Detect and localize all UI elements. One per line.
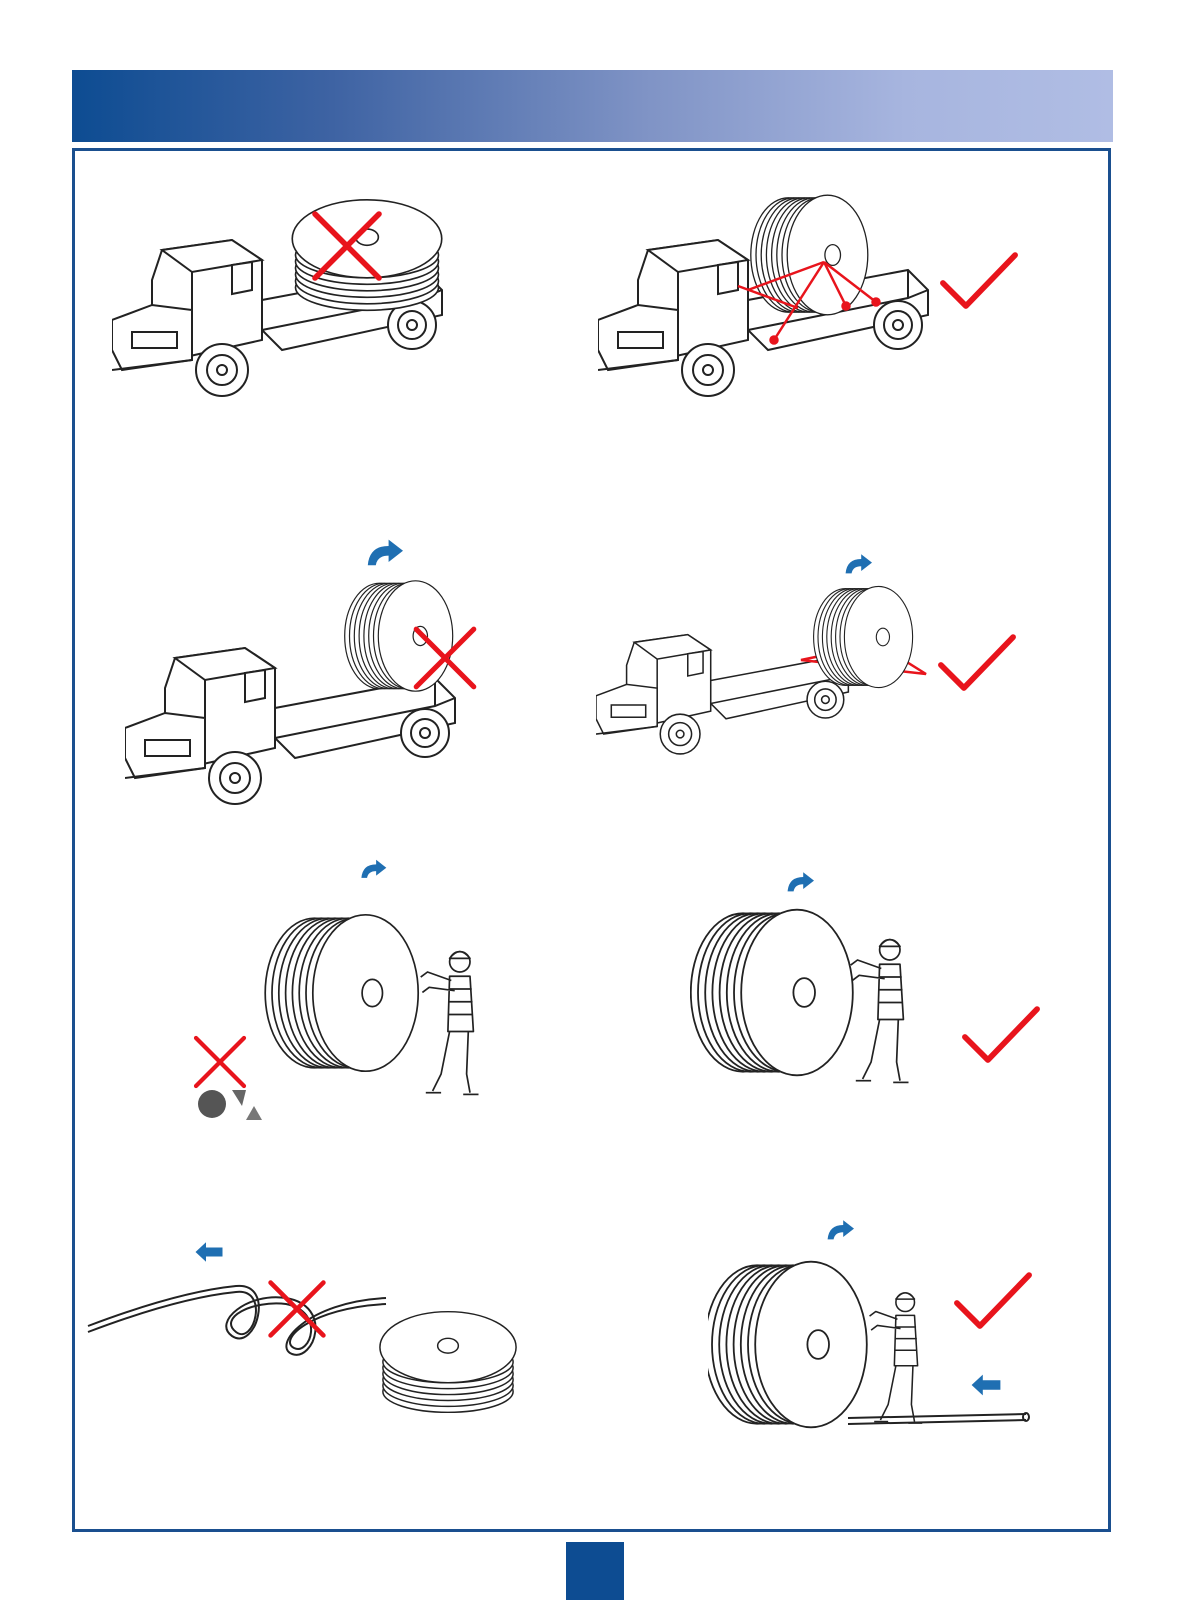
- panel-flat-reel-on-truck: [112, 190, 472, 410]
- rotate-arrow-icon: [828, 1220, 854, 1239]
- cable-loop-icon: [88, 1286, 386, 1355]
- cable-reel-icon: [814, 586, 913, 687]
- worker-icon: [870, 1293, 923, 1423]
- rotate-arrow-icon: [368, 540, 403, 566]
- panel-reel-rolled-down-ramp: [596, 552, 1056, 782]
- rotate-arrow-icon: [361, 860, 386, 878]
- cable-reel-icon: [708, 1262, 867, 1428]
- cable-line: [848, 1413, 1029, 1424]
- panel-reel-rolled-on-clear-ground: [690, 870, 1050, 1110]
- check-mark-icon: [957, 1275, 1029, 1326]
- cable-reel-icon: [380, 1312, 516, 1413]
- check-mark-icon: [965, 1009, 1037, 1060]
- cross-mark-icon: [196, 1038, 244, 1086]
- check-mark-icon: [943, 255, 1015, 306]
- page-header-bar: [72, 70, 1113, 142]
- cable-reel-icon: [345, 581, 453, 691]
- panel-cable-unrolled-straight: [708, 1218, 1068, 1468]
- stones-icon: [198, 1090, 262, 1120]
- check-mark-icon: [941, 637, 1013, 688]
- panel-reel-rolled-over-stones: [190, 858, 510, 1120]
- rotate-arrow-icon: [846, 554, 872, 573]
- page-number-box: [566, 1542, 624, 1600]
- cable-reel-icon: [265, 915, 418, 1071]
- rotate-arrow-icon: [788, 872, 814, 891]
- worker-icon: [851, 940, 909, 1083]
- panel-reel-rolled-off-truck: [125, 538, 505, 818]
- truck-icon: [596, 635, 848, 754]
- panel-cable-pulled-with-loops: [86, 1232, 536, 1452]
- panel-reel-upright-secured-on-truck: [598, 190, 1058, 410]
- left-arrow-icon: [196, 1242, 223, 1262]
- cable-reel-icon: [691, 910, 853, 1076]
- left-arrow-icon: [972, 1375, 1001, 1396]
- worker-icon: [421, 952, 479, 1095]
